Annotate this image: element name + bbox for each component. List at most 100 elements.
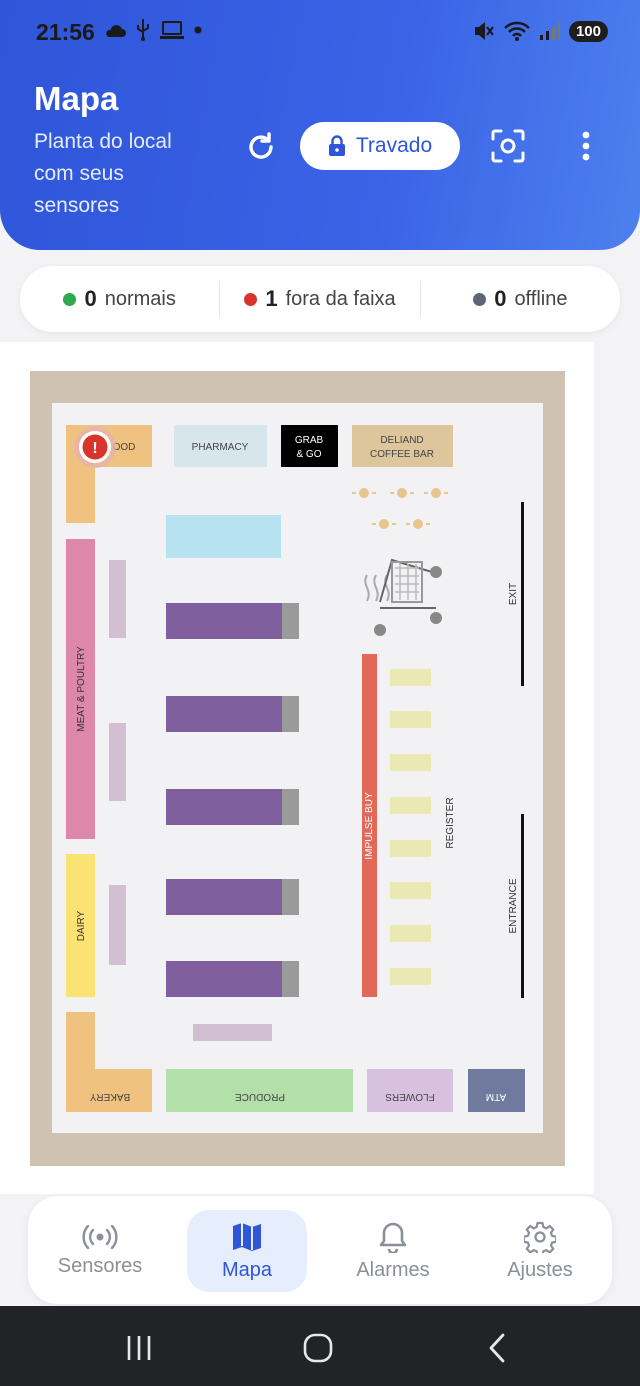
status-dot-green xyxy=(63,292,77,306)
nav-item-alarmes[interactable]: Alarmes xyxy=(333,1210,453,1292)
recent-apps-button[interactable] xyxy=(114,1328,164,1368)
summary-offline-label: offline xyxy=(514,287,568,310)
aisle-end xyxy=(282,603,299,639)
summary-out-of-range: 1 fora da faixa xyxy=(220,286,419,312)
bottom-navigation: Sensores Mapa Alarmes Ajustes xyxy=(28,1196,612,1304)
aisle xyxy=(166,789,282,825)
coffee-tables xyxy=(359,488,441,529)
refresh-icon xyxy=(249,132,273,159)
summary-out-of-range-label: fora da faixa xyxy=(285,287,396,310)
entrance-line xyxy=(521,814,524,998)
signal-icon xyxy=(539,22,560,40)
shelf xyxy=(193,1024,272,1041)
aisle xyxy=(166,696,282,732)
lock-icon xyxy=(328,135,345,156)
back-icon xyxy=(489,1333,505,1363)
zone-pharmacy xyxy=(174,425,267,467)
status-time: 21:56 xyxy=(36,19,95,45)
app-header: 21:56 100 Mapa Planta do local com seus … xyxy=(0,0,640,250)
summary-normal-label: normais xyxy=(104,287,176,310)
zone-flowers xyxy=(367,1069,453,1112)
status-dot-gray xyxy=(473,292,487,306)
summary-out-of-range-count: 1 xyxy=(265,286,278,311)
label-flowers: FLOWERS xyxy=(385,1091,435,1102)
summary-offline: 0 offline xyxy=(421,286,620,312)
store-floor xyxy=(52,403,543,1133)
zone-coffee-bar xyxy=(352,425,453,467)
aisle-end xyxy=(282,696,299,732)
alert-icon xyxy=(82,434,108,460)
nav-item-ajustes[interactable]: Ajustes xyxy=(480,1210,600,1292)
label-grab-go-1: GRAB xyxy=(295,435,324,446)
home-icon xyxy=(303,1333,333,1363)
lock-label: Travado xyxy=(355,134,433,157)
home-button[interactable] xyxy=(293,1328,343,1368)
status-bar: 21:56 100 xyxy=(0,0,640,66)
floorplan-map[interactable]: OOD PHARMACY GRAB & GO DELIAND COFFEE BA… xyxy=(0,342,594,1194)
sensor-icon xyxy=(82,1224,118,1249)
label-pharmacy: PHARMACY xyxy=(192,442,249,453)
sensor-alert-marker[interactable]: ! xyxy=(74,426,116,468)
mute-icon xyxy=(474,22,494,40)
zone-grab-go xyxy=(281,425,338,467)
shelf xyxy=(109,560,126,638)
lock-toggle-button[interactable]: Travado xyxy=(300,122,460,170)
label-meat: MEAT & POULTRY xyxy=(76,646,87,732)
zone-impulse-buy xyxy=(362,654,377,997)
wifi-icon xyxy=(504,21,530,41)
summary-divider xyxy=(219,281,221,317)
zone-dairy xyxy=(66,854,95,997)
label-bakery: BAKERY xyxy=(89,1091,130,1102)
nav-label-ajustes: Ajustes xyxy=(507,1258,573,1281)
more-options-button[interactable] xyxy=(566,122,606,170)
gear-icon xyxy=(524,1221,556,1253)
alert-marker-glyph: ! xyxy=(92,440,97,457)
system-navigation-bar xyxy=(0,1306,640,1386)
status-icons-right: 100 xyxy=(473,20,608,42)
laptop-icon xyxy=(160,21,184,39)
zone-bakery xyxy=(66,1069,152,1112)
status-dot-red xyxy=(244,292,258,306)
usb-icon xyxy=(137,19,149,41)
summary-normal: 0 normais xyxy=(20,286,219,312)
shopping-cart-icon xyxy=(364,558,442,636)
label-grab-go-2: & GO xyxy=(296,449,321,460)
nav-label-sensores: Sensores xyxy=(57,1254,143,1277)
summary-divider xyxy=(419,281,421,317)
zone-produce xyxy=(166,1069,353,1112)
scan-button[interactable] xyxy=(484,122,532,170)
zone-meat-poultry xyxy=(66,539,95,839)
cloud-icon xyxy=(106,25,126,37)
shelf xyxy=(109,885,126,965)
label-coffee-2: COFFEE BAR xyxy=(370,449,434,460)
dot-icon xyxy=(194,26,202,34)
back-button[interactable] xyxy=(472,1328,522,1368)
nav-item-sensores[interactable]: Sensores xyxy=(40,1210,160,1292)
status-icons-left xyxy=(104,19,202,41)
floorplan-card[interactable]: OOD PHARMACY GRAB & GO DELIAND COFFEE BA… xyxy=(0,342,594,1194)
shelf xyxy=(109,723,126,801)
nav-item-mapa[interactable]: Mapa xyxy=(187,1210,307,1292)
aisles xyxy=(166,603,299,997)
bell-icon xyxy=(379,1222,407,1253)
label-entrance: ENTRANCE xyxy=(508,878,519,933)
map-icon xyxy=(233,1222,261,1251)
label-dairy: DAIRY xyxy=(76,910,87,941)
recent-apps-icon xyxy=(127,1336,151,1360)
aisle-end xyxy=(282,961,299,997)
label-atm: ATM xyxy=(486,1091,506,1102)
label-register: REGISTER xyxy=(445,797,456,848)
label-exit: EXIT xyxy=(508,583,519,605)
aisle-end xyxy=(282,879,299,915)
page-subtitle: Planta do local com seus sensores xyxy=(34,130,172,217)
aisle-end xyxy=(282,789,299,825)
refresh-button[interactable] xyxy=(238,124,284,170)
battery-level: 100 xyxy=(568,20,608,42)
summary-normal-count: 0 xyxy=(84,286,97,311)
sensor-status-summary: 0 normais 1 fora da faixa 0 offline xyxy=(20,266,620,332)
registers xyxy=(390,669,431,985)
label-coffee-1: DELIAND xyxy=(380,435,423,446)
label-impulse: IMPULSE BUY xyxy=(364,792,375,860)
nav-label-alarmes: Alarmes xyxy=(356,1258,430,1281)
summary-offline-count: 0 xyxy=(494,286,507,311)
